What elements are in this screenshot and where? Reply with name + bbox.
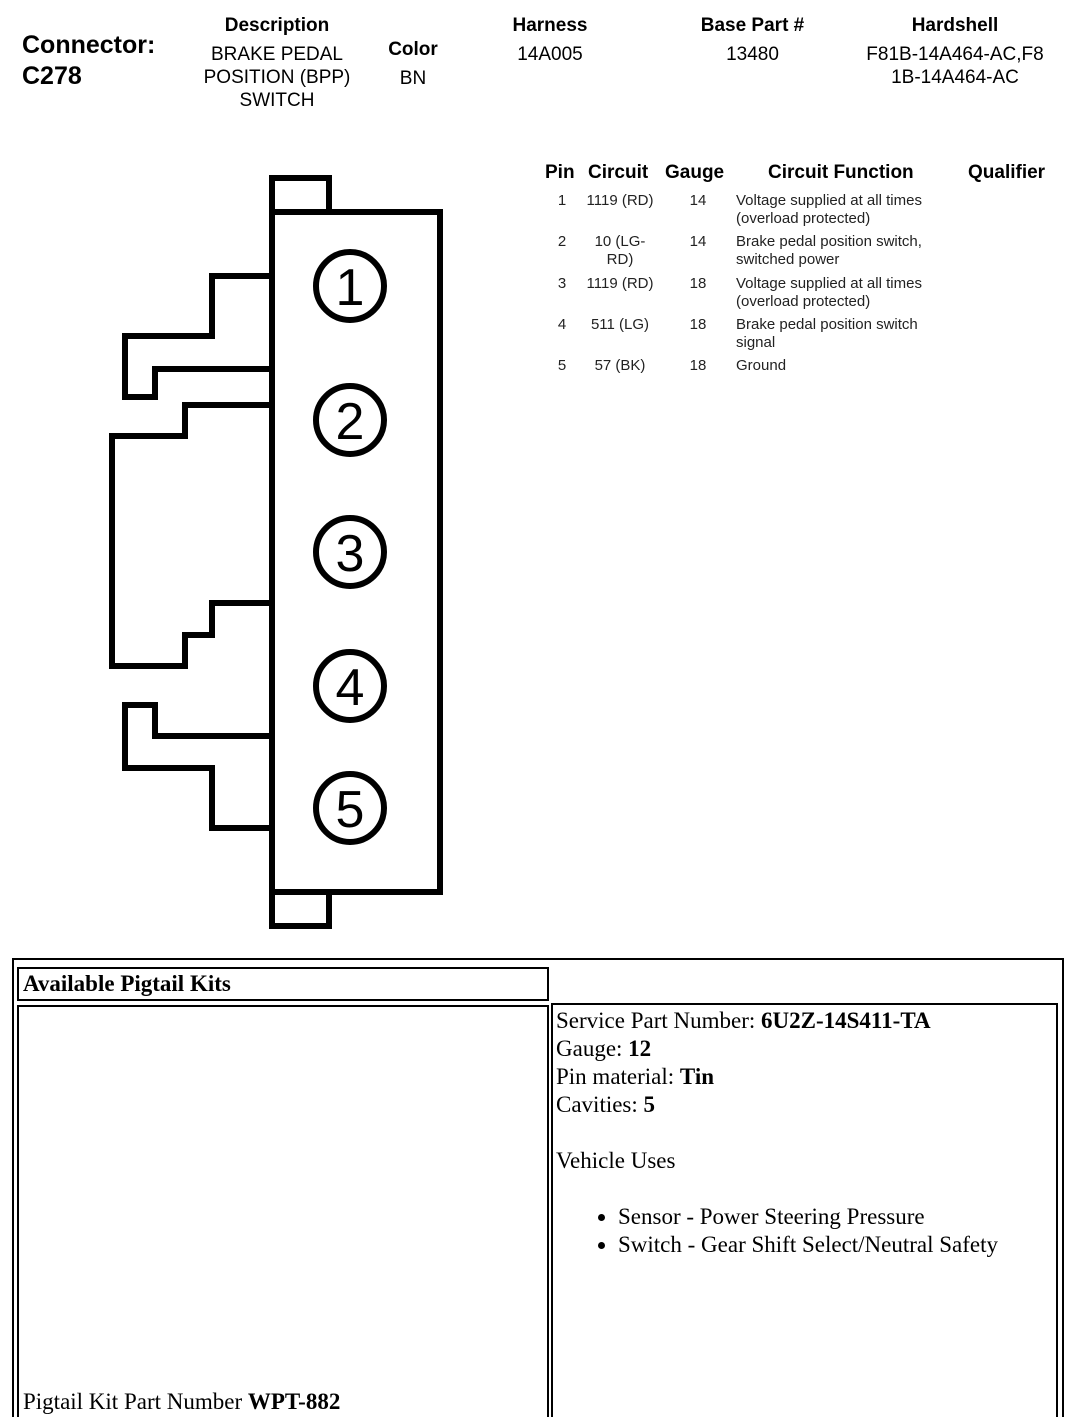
cavities-line: Cavities: 5 xyxy=(556,1091,1053,1119)
pin-4-circle xyxy=(313,649,387,723)
gauge-value: 12 xyxy=(628,1036,652,1061)
description-column: Description BRAKE PEDAL POSITION (BPP) S… xyxy=(192,14,362,112)
pin-material-label: Pin material: xyxy=(556,1064,675,1089)
pin-3: 3 xyxy=(313,515,387,589)
pin-5-label: 5 xyxy=(336,781,365,839)
list-item: Sensor - Power Steering Pressure xyxy=(618,1203,1053,1231)
pin-1-circle xyxy=(313,249,387,323)
row-gauge: 18 xyxy=(689,275,707,292)
gauge-label: Gauge: xyxy=(556,1036,623,1061)
circuit-header: Circuit xyxy=(588,162,649,183)
kit-part-number: Pigtail Kit Part Number WPT-882 xyxy=(23,1389,340,1415)
service-part-line: Service Part Number: 6U2Z-14S411-TA xyxy=(556,1007,1053,1035)
row-pin: 2 xyxy=(557,233,567,250)
pin-1-label: 1 xyxy=(336,259,365,317)
gauge-header: Gauge xyxy=(665,162,725,183)
description-value: BRAKE PEDAL POSITION (BPP) SWITCH xyxy=(203,44,351,111)
color-column: Color BN xyxy=(373,38,453,90)
row-pin: 3 xyxy=(557,275,567,292)
kit-part-label: Pigtail Kit Part Number xyxy=(23,1389,243,1414)
connector-diagram: 1 2 3 4 5 xyxy=(109,175,443,929)
cavities-label: Cavities: xyxy=(556,1092,638,1117)
base-part-label: Base Part # xyxy=(700,15,805,36)
connector-label: Connector: xyxy=(22,31,156,59)
pin-2-label: 2 xyxy=(336,393,365,451)
row-pin: 5 xyxy=(557,357,567,374)
pin-circles: 1 2 3 4 5 xyxy=(313,249,387,845)
row-circuit: 57 (BK) xyxy=(594,357,646,374)
qualifier-header: Qualifier xyxy=(968,162,1046,183)
pin-2: 2 xyxy=(313,383,387,457)
function-header: Circuit Function xyxy=(768,162,914,183)
latch-outline xyxy=(109,273,272,831)
service-part-value: 6U2Z-14S411-TA xyxy=(761,1008,931,1033)
hardshell-column: Hardshell F81B-14A464-AC,F81B-14A464-AC xyxy=(866,14,1044,89)
harness-column: Harness 14A005 xyxy=(490,14,610,66)
row-function: Voltage supplied at all times (overload … xyxy=(736,192,922,227)
pigtail-info: Service Part Number: 6U2Z-14S411-TA Gaug… xyxy=(553,1005,1056,1261)
row-pin: 1 xyxy=(557,192,567,209)
pigtail-title: Available Pigtail Kits xyxy=(23,971,231,996)
connector-id: C278 xyxy=(22,62,82,90)
harness-label: Harness xyxy=(512,15,588,36)
pin-material-line: Pin material: Tin xyxy=(556,1063,1053,1091)
cavities-value: 5 xyxy=(643,1092,656,1117)
hardshell-label: Hardshell xyxy=(911,15,999,36)
row-function: Brake pedal position switch signal xyxy=(736,316,918,351)
description-label: Description xyxy=(224,15,330,36)
pigtail-kit-cell: Pigtail Kit Part Number WPT-882 xyxy=(17,1005,549,1417)
row-circuit: 1119 (RD) xyxy=(586,275,654,292)
pin-5: 5 xyxy=(313,771,387,845)
service-part-label: Service Part Number: xyxy=(556,1008,756,1033)
pin-3-circle xyxy=(313,515,387,589)
connector-body xyxy=(269,209,443,895)
row-function: Brake pedal position switch, switched po… xyxy=(736,233,922,268)
row-gauge: 14 xyxy=(689,192,707,209)
pigtail-title-cell: Available Pigtail Kits xyxy=(17,967,549,1001)
pin-material-value: Tin xyxy=(679,1064,715,1089)
color-label: Color xyxy=(388,39,438,60)
row-gauge: 18 xyxy=(689,357,707,374)
top-tab xyxy=(269,175,332,215)
row-circuit: 1119 (RD) xyxy=(586,192,654,209)
pin-2-circle xyxy=(313,383,387,457)
row-pin: 4 xyxy=(557,316,567,333)
kit-part-value: WPT-882 xyxy=(247,1389,341,1414)
bottom-tab xyxy=(269,889,332,929)
row-circuit: 511 (LG) xyxy=(590,316,650,333)
row-gauge: 14 xyxy=(689,233,707,250)
pigtail-outer-table xyxy=(12,958,1064,1417)
base-part-value: 13480 xyxy=(726,44,779,65)
row-circuit: 10 (LG-RD) xyxy=(594,233,646,268)
vehicle-uses-list: Sensor - Power Steering Pressure Switch … xyxy=(556,1203,1053,1259)
pigtail-info-cell: Service Part Number: 6U2Z-14S411-TA Gaug… xyxy=(551,1003,1058,1417)
pin-4-label: 4 xyxy=(336,659,365,717)
pin-4: 4 xyxy=(313,649,387,723)
base-part-column: Base Part # 13480 xyxy=(680,14,825,66)
connector-title: Connector: C278 xyxy=(22,30,155,92)
gauge-line: Gauge: 12 xyxy=(556,1035,1053,1063)
pin-header: Pin xyxy=(545,162,575,183)
pin-5-circle xyxy=(313,771,387,845)
color-value: BN xyxy=(399,68,427,89)
hardshell-value: F81B-14A464-AC,F81B-14A464-AC xyxy=(866,44,1044,88)
row-function: Ground xyxy=(736,357,787,374)
pin-1: 1 xyxy=(313,249,387,323)
vehicle-uses-label: Vehicle Uses xyxy=(556,1148,676,1173)
pin-3-label: 3 xyxy=(336,525,365,583)
harness-value: 14A005 xyxy=(517,44,583,65)
list-item: Switch - Gear Shift Select/Neutral Safet… xyxy=(618,1231,1053,1259)
row-gauge: 18 xyxy=(689,316,707,333)
row-function: Voltage supplied at all times (overload … xyxy=(736,275,922,310)
